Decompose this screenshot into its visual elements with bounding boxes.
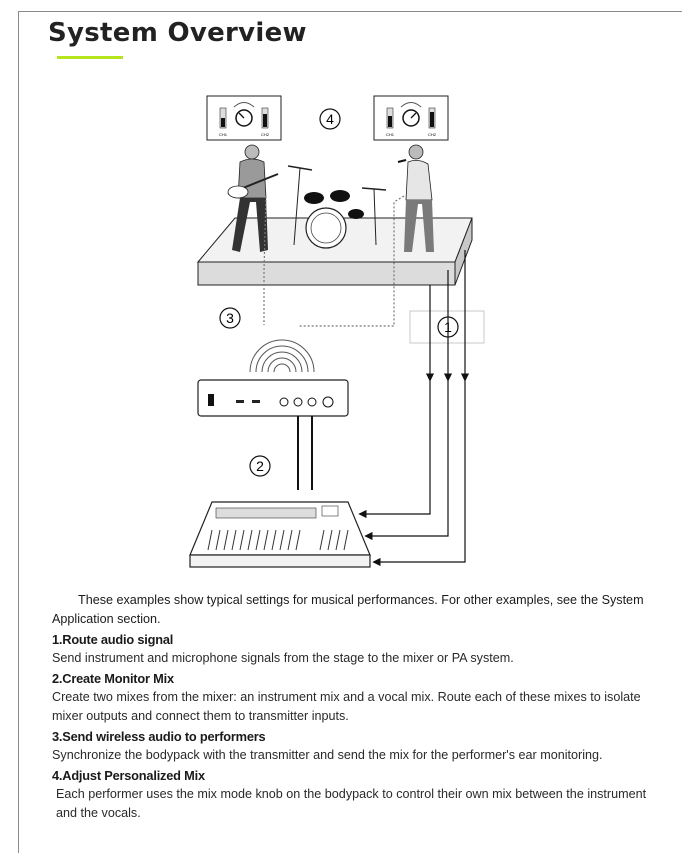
bodypack-display-left: CH1 CH2 — [206, 95, 282, 141]
step-4-title: 4.Adjust Personalized Mix — [52, 767, 205, 783]
top-rule — [18, 11, 682, 12]
bodypack-label-ch1: CH1 — [219, 132, 228, 137]
step-3-title: 3.Send wireless audio to performers — [52, 728, 266, 744]
marker-4-circle — [319, 108, 341, 130]
marker-2-circle — [249, 455, 271, 477]
page-title: System Overview — [48, 18, 307, 48]
title-accent-bar — [57, 56, 123, 59]
step-4-body: Each performer uses the mix mode knob on… — [56, 787, 647, 821]
marker-3-label: 3 — [226, 310, 234, 326]
bodypack-display-right: CH1 CH2 — [373, 95, 449, 141]
step-1-title: 1.Route audio signal — [52, 631, 174, 647]
bodypack-label-ch1-right: CH1 — [386, 132, 395, 137]
singer-figure — [397, 144, 434, 252]
audio-mixer — [189, 501, 371, 568]
left-rule — [18, 11, 19, 853]
guitarist-figure — [227, 144, 279, 252]
system-diagram: CH1 CH2 4 CH1 CH2 — [189, 95, 485, 568]
drum-kit — [287, 165, 387, 249]
return-arrow-1 — [358, 380, 431, 519]
bodypack-label-ch2: CH2 — [261, 132, 270, 137]
wireless-signal-icon — [249, 339, 315, 373]
step-2-title: 2.Create Monitor Mix — [52, 670, 174, 686]
bodypack-label-ch2-right: CH2 — [428, 132, 437, 137]
wireless-link-left — [263, 195, 267, 325]
wireless-link-right — [298, 195, 405, 327]
return-arrow-3 — [372, 380, 466, 567]
step-1-body: Send instrument and microphone signals f… — [52, 651, 514, 666]
step-3-body: Synchronize the bodypack with the transm… — [52, 748, 603, 763]
return-arrow-2 — [364, 380, 449, 541]
marker-2-label: 2 — [256, 458, 264, 474]
transmitter-unit — [197, 379, 349, 417]
description-text: These examples show typical settings for… — [52, 591, 662, 824]
intro-paragraph: These examples show typical settings for… — [52, 593, 644, 627]
step-2-body: Create two mixes from the mixer: an inst… — [52, 690, 641, 724]
marker-4-label: 4 — [326, 111, 334, 127]
marker-3-circle — [219, 307, 241, 329]
